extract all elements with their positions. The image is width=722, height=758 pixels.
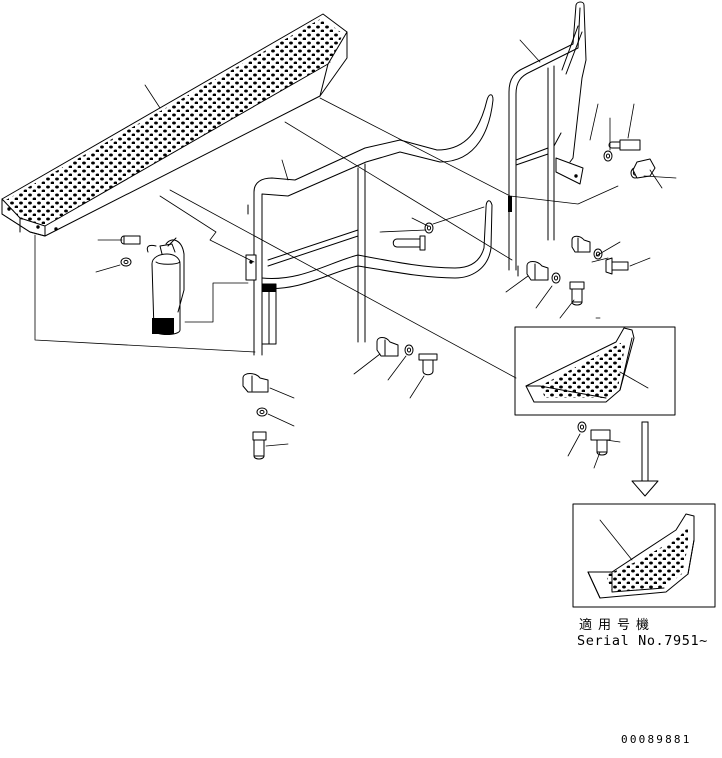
small-step-new [572,503,716,608]
assembly-lines [34,39,677,561]
serial-note-english: Serial No.7951~ [577,633,708,649]
step-plate [1,13,348,237]
washer [120,150,640,433]
small-step [514,326,676,416]
mounting-bracket [261,283,277,345]
serial-note-japanese: 適用号機 [579,618,656,633]
right-handrail [508,1,587,277]
left-handrail [245,94,494,356]
fire-extinguisher [146,237,185,335]
bolt [120,139,656,460]
arrow-down-icon [631,421,659,497]
drawing-code: 00089881 [621,733,692,746]
pipe-clamp [242,235,591,393]
